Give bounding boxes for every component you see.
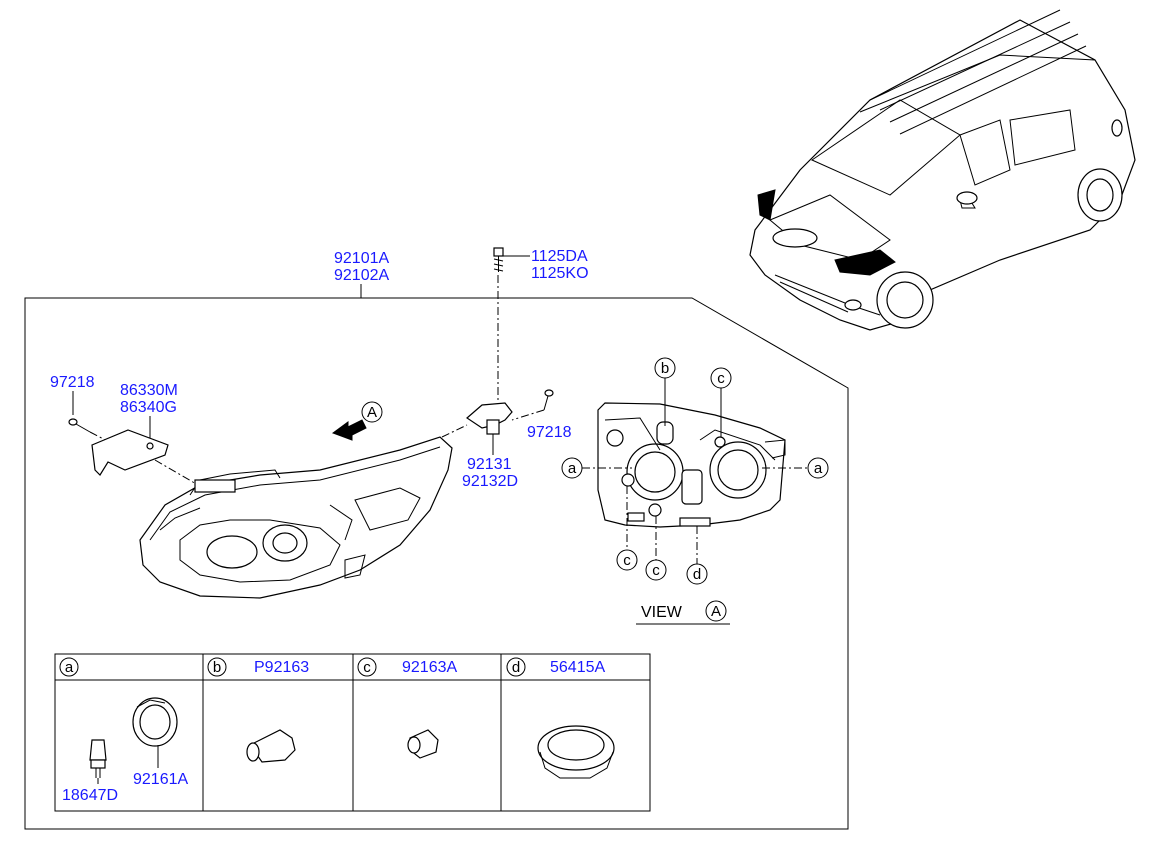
table-part-d: 56415A [550,659,605,676]
view-arrow [331,419,367,441]
label-1125DA: 1125DA [531,248,588,265]
wedge-bulb-part [246,729,296,763]
table-part-c: 92163A [402,659,457,676]
label-92131: 92131 [467,456,512,473]
label-86330M: 86330M [120,382,178,399]
label-92101A: 92101A [334,250,389,267]
headlamp-assembly [139,436,453,599]
mounting-bracket [91,429,169,476]
arrow-ref-A: A [367,404,377,421]
grommet-part [537,725,615,779]
table-part-b: P92163 [254,659,309,676]
label-92102A: 92102A [334,267,389,284]
callout-c-top: c [717,370,725,387]
car-illustration [749,9,1136,331]
view-ref-A: A [711,603,721,620]
screw-right [543,389,554,411]
bulb-part [89,739,107,778]
label-1125KO: 1125KO [531,265,589,282]
callout-a-left: a [568,460,577,477]
callout-a-right: a [814,460,823,477]
label-92161A: 92161A [133,771,188,788]
view-caption: VIEW [641,604,683,621]
label-92132D: 92132D [462,473,518,490]
callout-b: b [661,360,669,377]
dust-cap-part [132,697,178,747]
table-key-b: b [213,659,221,676]
callout-d-bottom: d [693,566,701,583]
label-18647D: 18647D [62,787,118,804]
callout-c-bottom-mid: c [652,562,660,579]
headlamp-holder [466,402,513,455]
label-86340G: 86340G [120,399,177,416]
screw-left [68,418,91,433]
table-key-d: d [512,659,520,676]
socket-part [407,729,439,759]
parts-table: a 18647D 92161A b P92163 c 92163A [54,653,651,812]
label-97218-left: 97218 [50,374,95,391]
table-key-c: c [363,659,371,676]
rear-view-detail [597,402,786,528]
label-97218-right: 97218 [527,424,572,441]
table-key-a: a [65,659,74,676]
bolt-1125 [493,247,530,272]
assembly-frame [24,297,849,830]
callout-c-bottom-left: c [623,552,631,569]
